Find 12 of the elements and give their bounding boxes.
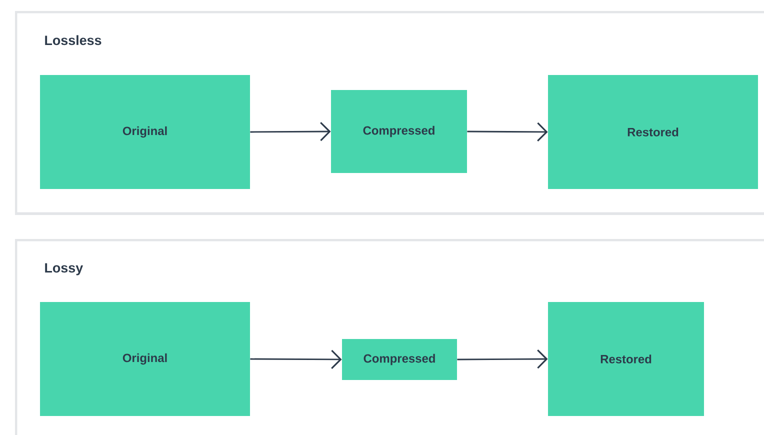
- panel-heading: Lossless: [45, 35, 102, 46]
- panel-heading: Lossy: [45, 263, 83, 276]
- arrow: [250, 350, 342, 369]
- process-box: Compressed: [342, 339, 457, 380]
- process-box: Original: [40, 302, 250, 416]
- process-box: Restored: [548, 302, 704, 416]
- process-box: Restored: [548, 75, 758, 189]
- process-box: Original: [40, 75, 250, 189]
- process-box: Compressed: [331, 90, 467, 173]
- arrow: [250, 122, 331, 142]
- arrow: [457, 349, 548, 369]
- arrow: [467, 122, 548, 142]
